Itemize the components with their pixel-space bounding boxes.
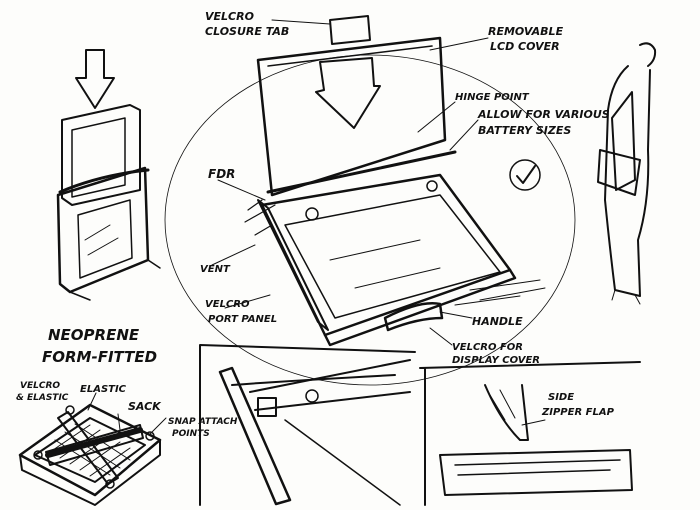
hinge-detail-sketch bbox=[199, 344, 416, 506]
label-velcro-closure-tab: VELCRO CLOSURE TAB bbox=[205, 10, 289, 38]
label-velcro-display-cover: VELCRO FOR DISPLAY COVER bbox=[452, 342, 540, 366]
person-sketch bbox=[597, 42, 657, 305]
label-velcro-port-panel: VELCRO PORT PANEL bbox=[205, 299, 277, 325]
zipper-detail-sketch bbox=[419, 361, 641, 506]
label-fdr: FDR bbox=[208, 167, 235, 181]
handle bbox=[383, 302, 444, 332]
velcro-tab bbox=[329, 15, 371, 45]
focus-ellipse bbox=[164, 54, 576, 386]
sleeve-sketch bbox=[56, 49, 161, 301]
check-icon bbox=[509, 159, 541, 191]
label-hinge-point: HINGE POINT bbox=[455, 92, 530, 103]
label-elastic: ELASTIC bbox=[80, 384, 127, 395]
label-velcro-elastic: VELCRO & ELASTIC bbox=[16, 381, 69, 403]
label-removable-lcd-cover: REMOVABLE LCD COVER bbox=[488, 25, 567, 53]
label-side-zipper-flap: SIDE ZIPPER FLAP bbox=[541, 392, 615, 418]
insert-arrow-icon bbox=[75, 49, 115, 109]
leader-lines bbox=[87, 19, 546, 435]
label-battery-sizes: ALLOW FOR VARIOUS BATTERY SIZES bbox=[477, 108, 614, 137]
neoprene-sketch bbox=[18, 403, 162, 506]
label-vent: VENT bbox=[200, 264, 231, 275]
label-sack: SACK bbox=[128, 400, 162, 413]
label-neoprene: NEOPRENE FORM-FITTED bbox=[42, 326, 157, 366]
label-snap-attach: SNAP ATTACH POINTS bbox=[168, 417, 241, 439]
label-handle: HANDLE bbox=[472, 315, 523, 328]
main-case-sketch bbox=[244, 15, 546, 347]
cover-arrow-icon bbox=[315, 57, 381, 129]
